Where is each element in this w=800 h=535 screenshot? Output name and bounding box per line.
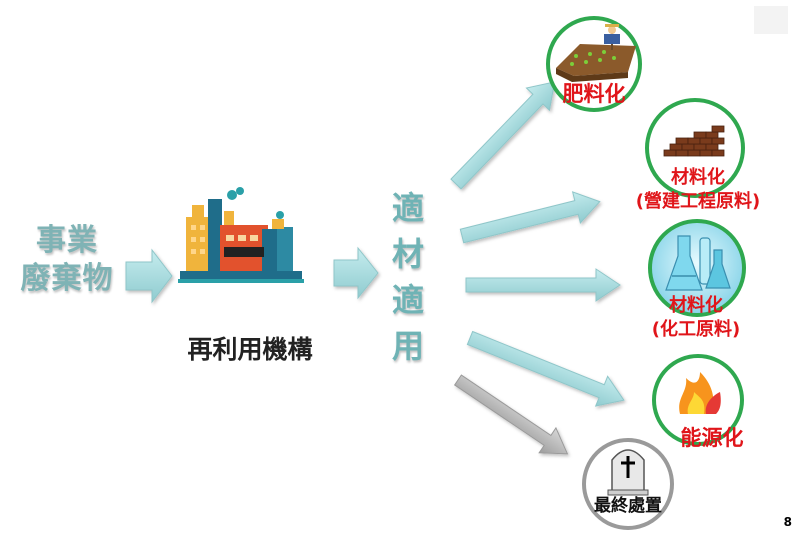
energy-label: 能源化: [680, 426, 744, 450]
lab-flask-icon: [665, 235, 731, 291]
suitable-label: 適 材 適 用: [380, 185, 436, 369]
materials-construction-circle: [645, 98, 745, 198]
materials-construction-label: 材料化 (營建工程原料): [618, 166, 778, 214]
farm-soil-icon: [556, 24, 636, 82]
arrow-to-materials-chemical: [465, 268, 621, 302]
factory-label: 再利用機構: [187, 335, 313, 364]
suitable-char-1: 適: [391, 189, 424, 227]
fertilizer-circle: [546, 16, 642, 112]
arrow-source-to-factory: [125, 248, 173, 304]
fertilizer-label: 肥料化: [562, 82, 626, 106]
suitable-char-3: 適: [391, 281, 424, 319]
tombstone-icon: [607, 449, 649, 496]
arrow-factory-to-suitable: [333, 246, 379, 300]
materials-chemical-line1: 材料化: [669, 295, 723, 316]
source-label-line2: 廢棄物: [20, 261, 114, 296]
fire-icon: [679, 372, 721, 414]
brick-wall-icon: [663, 125, 725, 157]
arrow-to-materials-construction: [459, 191, 601, 244]
page-number: 8: [783, 515, 792, 529]
materials-construction-line2: (營建工程原料): [635, 191, 761, 212]
arrow-to-energy: [466, 330, 625, 407]
final-disposal-circle: [582, 438, 674, 530]
energy-circle: [652, 354, 744, 446]
arrow-to-final-disposal: [453, 374, 569, 455]
corner-placeholder: [754, 6, 788, 34]
materials-chemical-line2: (化工原料): [651, 319, 741, 340]
final-disposal-label: 最終處置: [594, 496, 662, 516]
materials-chemical-label: 材料化 (化工原料): [626, 294, 766, 342]
suitable-char-4: 用: [391, 327, 424, 365]
source-label-line1: 事業: [36, 223, 98, 258]
factory-icon: [178, 187, 304, 283]
materials-construction-line1: 材料化: [671, 167, 725, 188]
materials-chemical-circle: [648, 219, 746, 317]
source-label: 事業 廢棄物: [8, 222, 126, 298]
arrow-to-fertilizer: [450, 81, 556, 190]
suitable-char-2: 材: [391, 235, 424, 273]
